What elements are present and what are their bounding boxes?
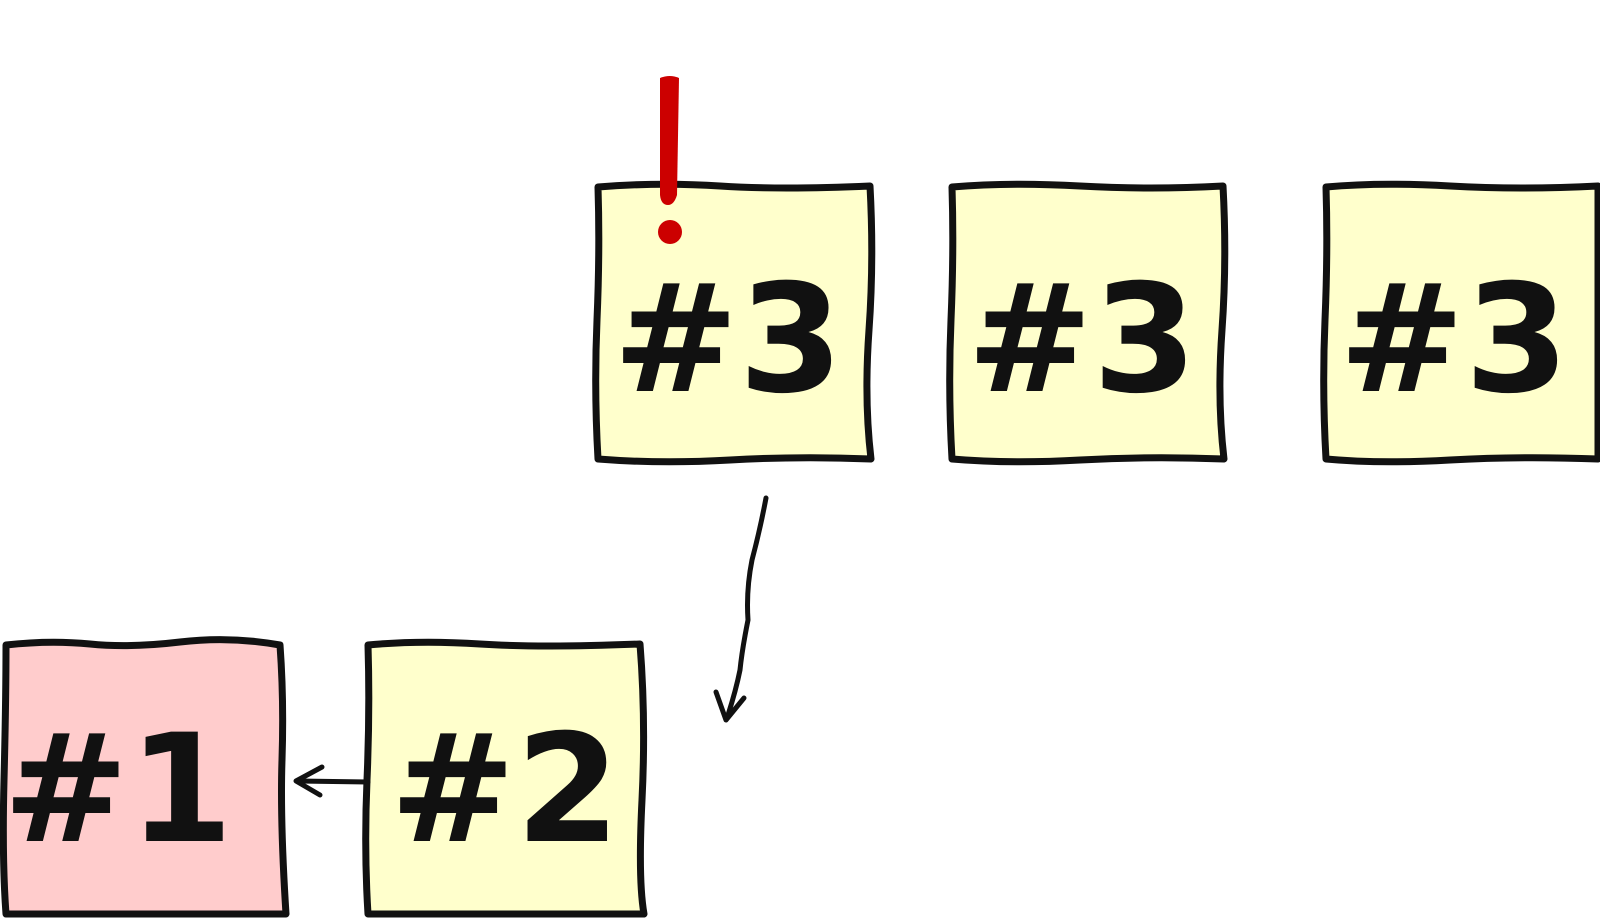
card-1: #1 (0, 636, 290, 918)
card-3c-box (1320, 180, 1600, 466)
card-1-label: #1 (3, 703, 233, 877)
card-3a-label: #3 (613, 253, 843, 427)
card-3c: #3 (1320, 180, 1600, 466)
card-1-box (0, 636, 290, 918)
card-3b-label: #3 (967, 253, 1197, 427)
alert-icon-stroke (660, 76, 679, 205)
arrow-3-head (713, 689, 747, 723)
arrow-2-head (293, 764, 325, 798)
card-3a: #3 (592, 180, 876, 466)
arrow-2-to-1 (293, 764, 371, 798)
alert-icon-dot (658, 220, 682, 244)
arrow-3-line (725, 495, 769, 718)
arrow-2-line (295, 778, 371, 785)
card-3a-box (592, 180, 876, 466)
card-3b-box (946, 180, 1229, 466)
card-2-label: #2 (390, 703, 620, 877)
card-2: #2 (362, 638, 648, 918)
alert-icon (658, 76, 682, 244)
card-3b: #3 (946, 180, 1229, 466)
arrow-3-to-next (713, 495, 769, 723)
card-3c-label: #3 (1339, 253, 1569, 427)
